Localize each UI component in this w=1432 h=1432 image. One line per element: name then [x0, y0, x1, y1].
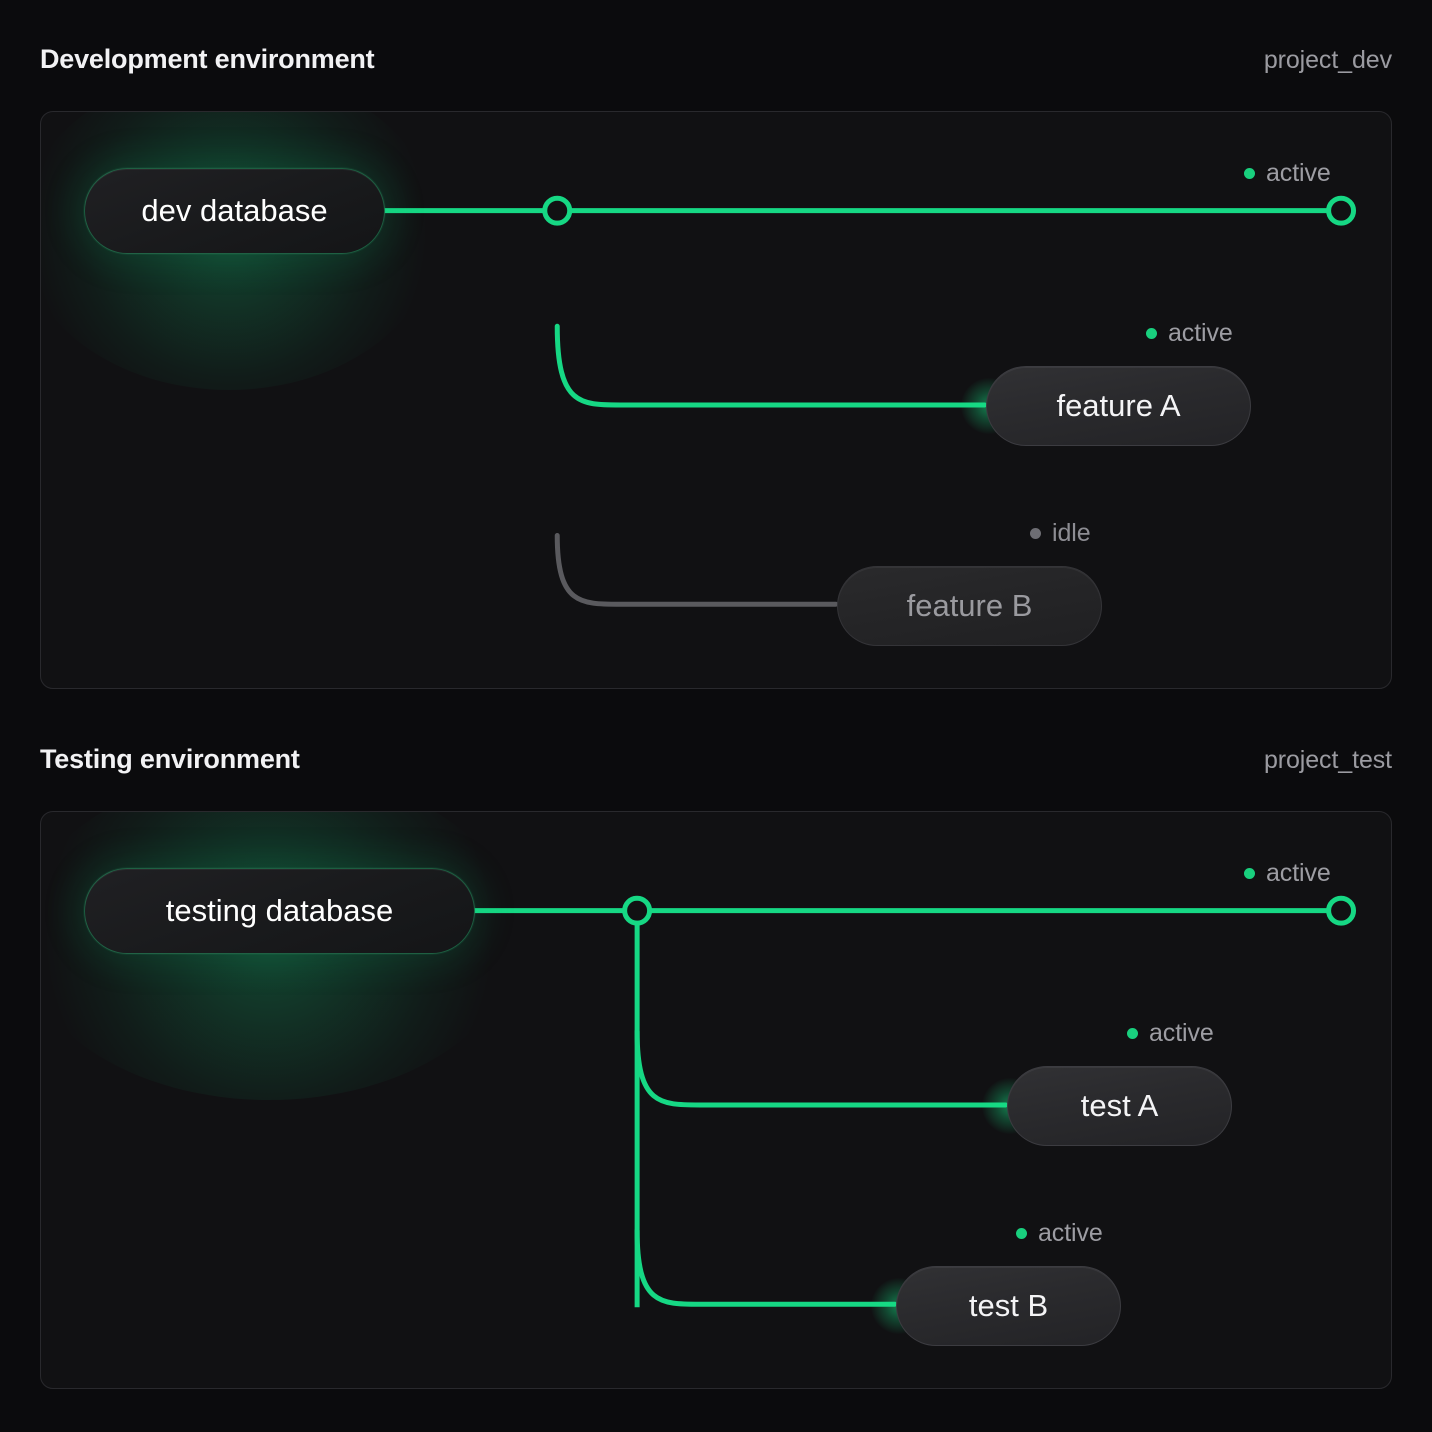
status-dot-icon — [1244, 168, 1255, 179]
status-badge-dev-endpoint: active — [1244, 159, 1331, 188]
node-label: test A — [1080, 1088, 1159, 1123]
status-label: active — [1168, 319, 1233, 347]
environment-card-development: dev database active active feature A idl… — [40, 111, 1392, 689]
connector-graph-testing — [474, 895, 1357, 1308]
section-header-testing: Testing environment project_test — [40, 744, 1392, 775]
project-name-development: project_dev — [1263, 46, 1392, 74]
node-label: testing database — [165, 893, 394, 928]
node-test-b[interactable]: test B — [896, 1266, 1121, 1346]
status-badge-testing-endpoint: active — [1244, 859, 1331, 888]
status-label: idle — [1052, 519, 1091, 547]
connector-graph-development — [384, 195, 1357, 607]
status-badge-feature-a: active — [1146, 319, 1233, 348]
status-dot-icon — [1146, 328, 1157, 339]
status-badge-feature-b: idle — [1030, 519, 1091, 548]
status-label: active — [1266, 159, 1331, 187]
page-title-development: Development environment — [40, 44, 375, 74]
status-dot-icon — [1030, 528, 1041, 539]
status-dot-icon — [1244, 868, 1255, 879]
status-label: active — [1149, 1019, 1214, 1047]
node-label: feature B — [906, 588, 1033, 623]
environment-card-testing: testing database active active test A ac… — [40, 811, 1392, 1389]
page-title-testing: Testing environment — [40, 744, 300, 774]
section-header-development: Development environment project_dev — [40, 44, 1392, 75]
status-badge-test-a: active — [1127, 1019, 1214, 1048]
status-label: active — [1038, 1219, 1103, 1247]
status-dot-icon — [1127, 1028, 1138, 1039]
project-name-testing: project_test — [1263, 746, 1392, 774]
node-test-a[interactable]: test A — [1007, 1066, 1232, 1146]
node-label: feature A — [1056, 388, 1181, 423]
status-dot-icon — [1016, 1228, 1027, 1239]
node-testing-database[interactable]: testing database — [84, 868, 475, 954]
status-badge-test-b: active — [1016, 1219, 1103, 1248]
node-feature-b[interactable]: feature B — [837, 566, 1102, 646]
node-label: dev database — [141, 193, 328, 228]
node-label: test B — [968, 1288, 1049, 1323]
node-feature-a[interactable]: feature A — [986, 366, 1251, 446]
node-dev-database[interactable]: dev database — [84, 168, 385, 254]
status-label: active — [1266, 859, 1331, 887]
